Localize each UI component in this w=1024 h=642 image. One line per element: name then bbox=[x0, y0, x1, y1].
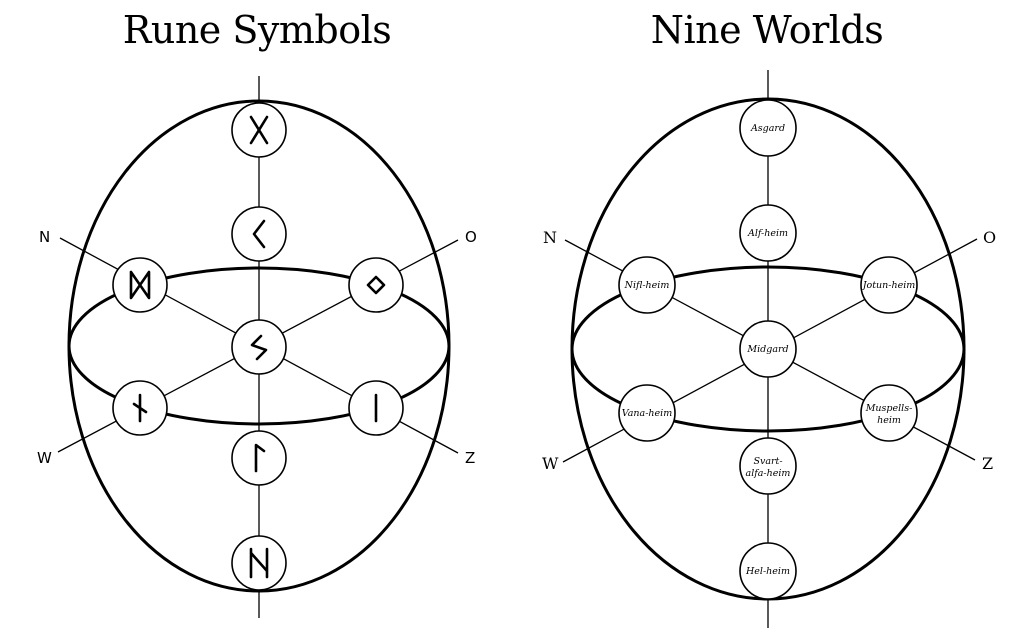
world-node-alfheim: Alf-heim bbox=[739, 204, 797, 262]
worlds-dir-w: W bbox=[542, 454, 559, 473]
worlds-dir-n: N bbox=[543, 228, 557, 247]
rune-node-sw bbox=[112, 380, 168, 436]
rune-node-upper bbox=[231, 206, 287, 262]
nauthiz-rune-icon bbox=[132, 393, 148, 423]
rune-dir-z: Z bbox=[465, 449, 475, 467]
world-label-svartalfaheim-line2: alfa-heim bbox=[746, 468, 791, 479]
world-label-jotunheim: Jotun-heim bbox=[861, 280, 916, 291]
kaunan-rune-icon bbox=[252, 219, 266, 249]
world-label-muspellsheim-line2: heim bbox=[877, 415, 901, 426]
worlds-equator-ellipse bbox=[570, 265, 966, 433]
world-label-niflheim: Nifl-heim bbox=[624, 280, 670, 291]
rune-equator-ellipse bbox=[67, 266, 451, 426]
world-node-asgard: Asgard bbox=[739, 99, 797, 157]
rune-node-nw bbox=[112, 257, 168, 313]
rune-dir-o: O bbox=[465, 228, 477, 246]
sowilo-rune-icon bbox=[250, 334, 268, 361]
rune-dir-w: W bbox=[37, 449, 52, 467]
nine-worlds-title: Nine Worlds bbox=[650, 8, 884, 52]
world-label-asgard: Asgard bbox=[750, 123, 785, 134]
dagaz-rune-icon bbox=[129, 270, 151, 300]
world-node-midgard: Midgard bbox=[739, 320, 797, 378]
rune-node-ne bbox=[348, 257, 404, 313]
laguz-rune-icon bbox=[254, 443, 266, 473]
world-label-helheim: Hel-heim bbox=[745, 566, 790, 577]
world-label-midgard: Midgard bbox=[746, 344, 788, 355]
rune-dir-n: N bbox=[39, 228, 50, 246]
world-label-muspellsheim-line1: Muspells- bbox=[865, 403, 913, 414]
rune-node-bottom bbox=[231, 535, 287, 591]
rune-diagram: N O W Z bbox=[37, 76, 477, 618]
world-label-svartalfaheim-line1: Svart- bbox=[753, 456, 782, 467]
worlds-dir-o: O bbox=[983, 228, 996, 247]
world-node-muspellsheim: Muspells- heim bbox=[860, 384, 918, 442]
rune-node-se bbox=[348, 380, 404, 436]
ingwaz-rune-icon bbox=[366, 275, 386, 295]
world-node-svartalfaheim: Svart- alfa-heim bbox=[739, 437, 797, 495]
rune-symbols-title: Rune Symbols bbox=[122, 8, 392, 52]
world-label-alfheim: Alf-heim bbox=[747, 228, 788, 239]
world-node-niflheim: Nifl-heim bbox=[618, 256, 676, 314]
hagalaz-rune-icon bbox=[249, 547, 269, 579]
worlds-dir-z: Z bbox=[982, 454, 993, 473]
rune-node-top bbox=[231, 102, 287, 158]
worlds-diagram: N O W Z Asgard Alf-heim Nifl-heim Jotun-… bbox=[542, 70, 996, 628]
rune-node-lower bbox=[231, 430, 287, 486]
world-node-vanaheim: Vana-heim bbox=[618, 384, 676, 442]
rune-node-center bbox=[231, 319, 287, 375]
world-label-vanaheim: Vana-heim bbox=[622, 408, 672, 419]
world-node-jotunheim: Jotun-heim bbox=[860, 256, 918, 314]
gebo-rune-icon bbox=[249, 115, 269, 145]
world-node-helheim: Hel-heim bbox=[739, 542, 797, 600]
